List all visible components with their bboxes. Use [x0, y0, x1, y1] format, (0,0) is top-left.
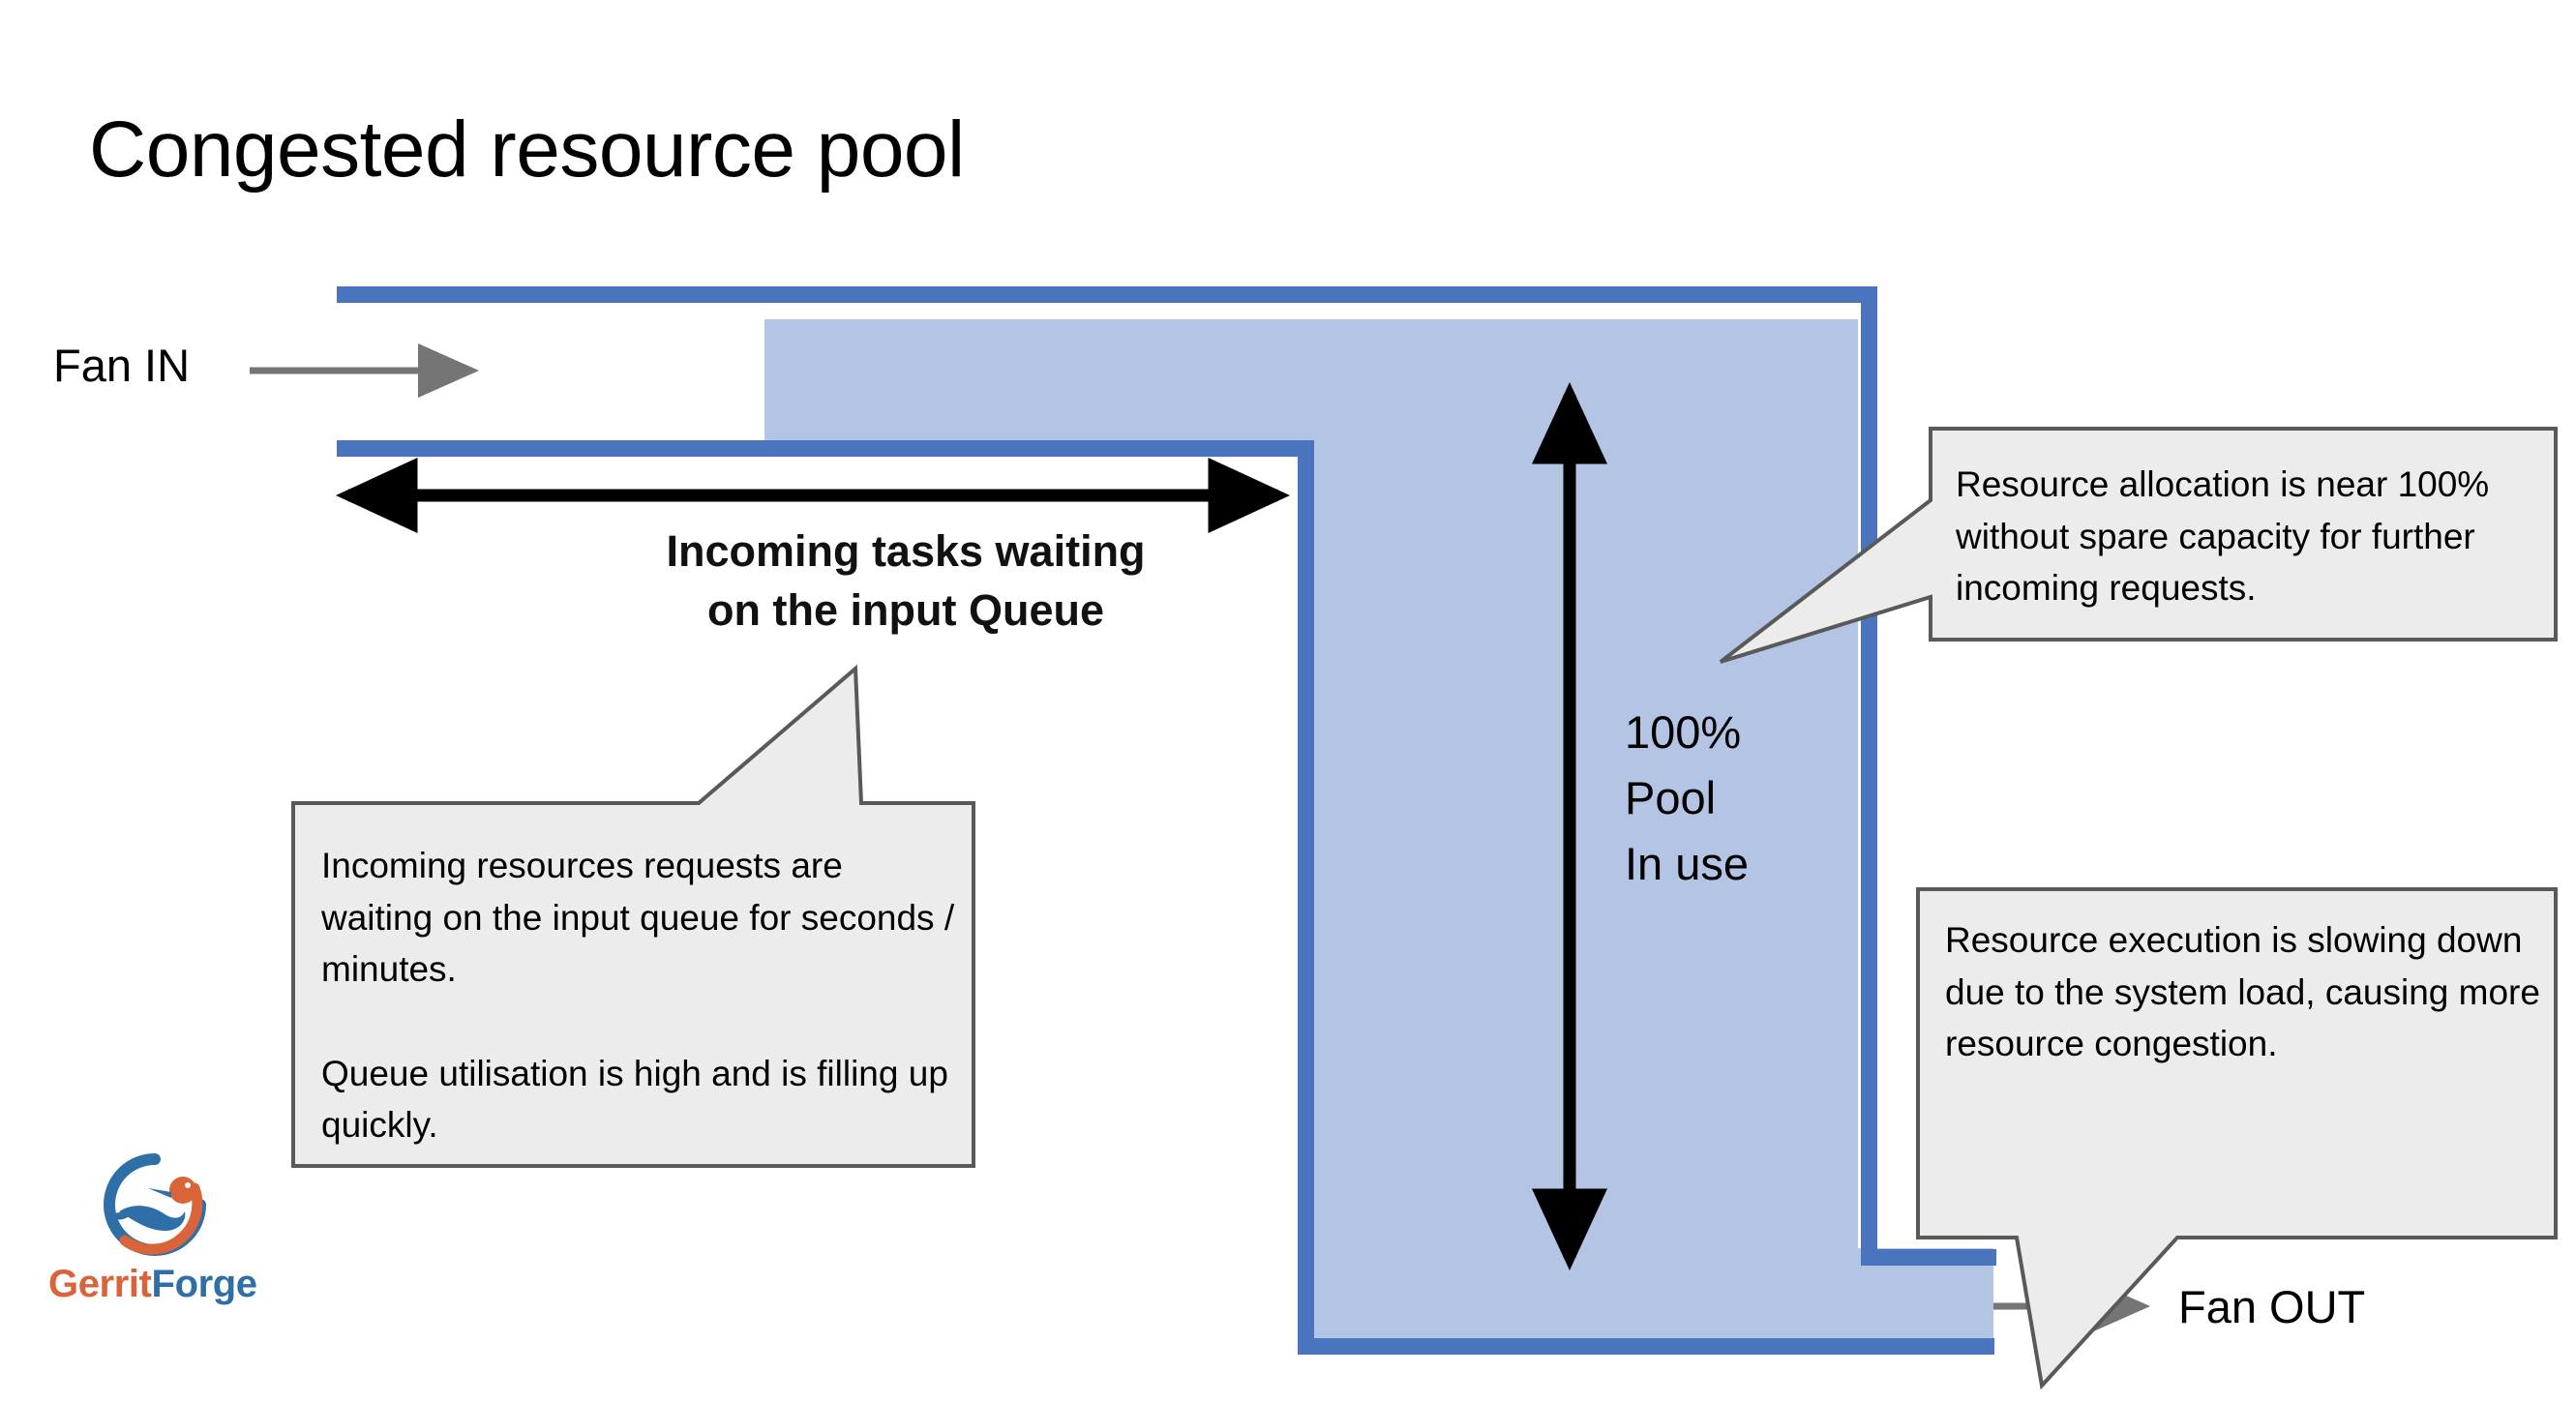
pipe-border: [337, 286, 1996, 1355]
callout-resource-allocation[interactable]: [1719, 427, 2558, 664]
gerritforge-wordmark: GerritForge: [48, 1263, 300, 1306]
callout-resource-execution-text: Resource execution is slowing down due t…: [1945, 920, 2540, 1064]
page-title: Congested resource pool: [89, 105, 965, 194]
queue-caption-label: Incoming tasks waiting on the input Queu…: [666, 526, 1146, 635]
fan-in-label: Fan IN: [53, 340, 191, 391]
gerritforge-logo: GerritForge: [48, 1151, 300, 1326]
gerritforge-bird-icon: [104, 1153, 206, 1256]
fan-out-label: Fan OUT: [2178, 1281, 2366, 1332]
callout-queue-utilisation[interactable]: [291, 664, 975, 1168]
callout-resource-execution[interactable]: [1916, 887, 2558, 1390]
callout-queue-utilisation-text: Incoming resources requests are waiting …: [321, 846, 955, 1146]
pool-usage-label: 100% Pool In use: [1625, 706, 1750, 890]
pipe-fill: [764, 319, 1993, 1345]
callout-resource-allocation-text: Resource allocation is near 100% without…: [1956, 464, 2500, 609]
logo-word-gerrit: Gerrit: [48, 1263, 152, 1305]
logo-word-forge: Forge: [151, 1263, 258, 1305]
